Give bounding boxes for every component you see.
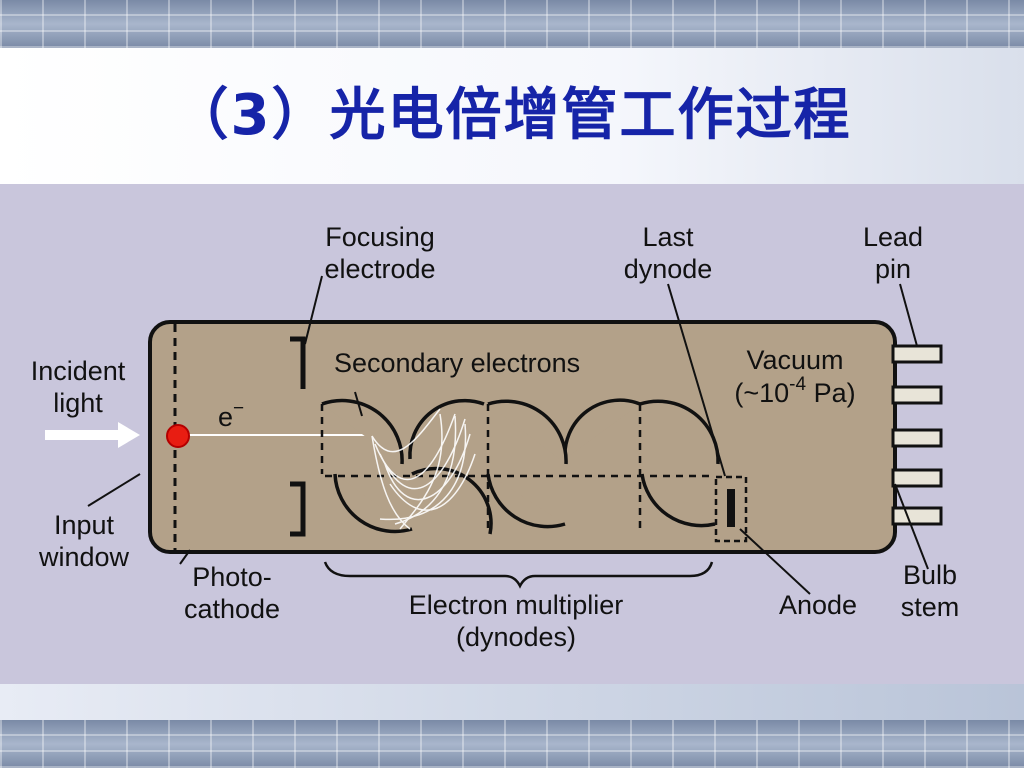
label-electron: e− xyxy=(218,398,244,432)
photoelectron-dot xyxy=(166,424,190,448)
label-vacuum-pressure: (~10-4 Pa) xyxy=(734,374,855,408)
decorative-lower-strip xyxy=(0,684,1024,720)
decorative-top-band xyxy=(0,0,1024,48)
incident-light-arrow xyxy=(45,422,140,448)
dynodes xyxy=(321,398,720,535)
lead-pins xyxy=(891,344,943,526)
title-area xyxy=(0,48,1024,184)
anode-box xyxy=(714,475,748,543)
label-secondary-electrons: Secondary electrons xyxy=(334,348,580,378)
secondary-electron-paths xyxy=(371,408,476,530)
label-vacuum: Vacuum xyxy=(746,345,843,375)
focusing-electrode xyxy=(290,336,306,537)
anode xyxy=(727,489,735,527)
decorative-bottom-band xyxy=(0,720,1024,768)
dynode-brace xyxy=(323,561,714,589)
label-anode: Anode xyxy=(779,590,857,620)
label-photocathode: Photo-cathode xyxy=(184,562,280,624)
slide-title: （3）光电倍增管工作过程 xyxy=(172,83,852,148)
leader-lines xyxy=(87,275,929,595)
label-electron-multiplier: Electron multiplier(dynodes) xyxy=(409,590,624,652)
